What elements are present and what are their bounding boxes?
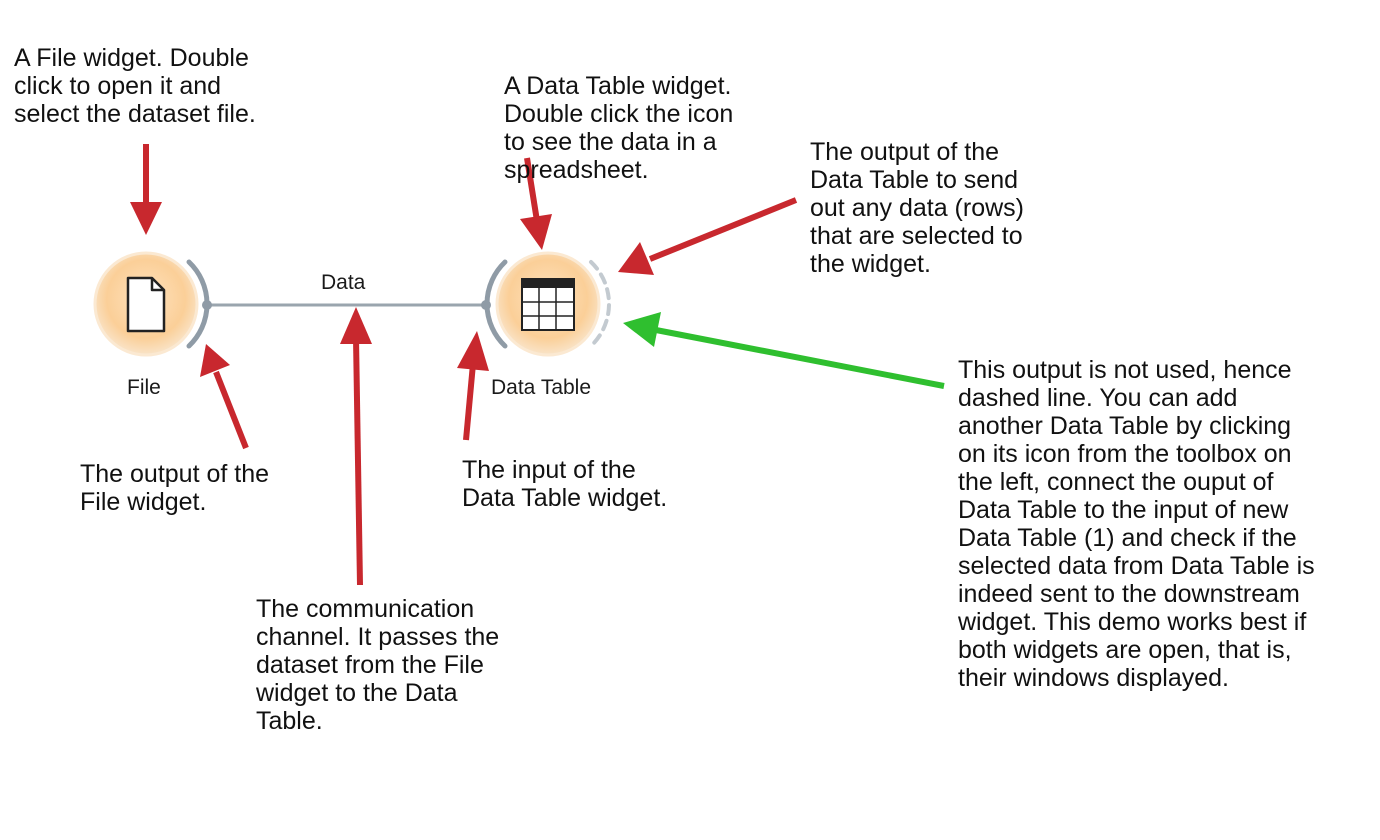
file-node[interactable] bbox=[93, 251, 212, 357]
data-table-input-dot[interactable] bbox=[481, 300, 491, 310]
data-table-node-label: Data Table bbox=[491, 376, 592, 399]
file-output-dot[interactable] bbox=[202, 300, 212, 310]
arrow-to-data-table-output bbox=[618, 197, 798, 275]
file-widget-note: A File widget. Double click to open it a… bbox=[14, 44, 256, 128]
channel-note: The communication channel. It passes the… bbox=[256, 595, 500, 735]
data-table-node[interactable] bbox=[481, 251, 611, 357]
document-icon bbox=[126, 276, 166, 333]
arrow-to-file-icon bbox=[130, 144, 162, 235]
file-node-label: File bbox=[127, 376, 161, 399]
link-label: Data bbox=[321, 271, 366, 294]
unused-output-note: This output is not used, hence dashed li… bbox=[958, 356, 1315, 692]
data-table-input-note: The input of the Data Table widget. bbox=[462, 456, 668, 512]
data-table-output-anchor-dashed[interactable] bbox=[589, 260, 611, 348]
data-table-widget-note: A Data Table widget. Double click the ic… bbox=[504, 72, 734, 184]
file-output-note: The output of the File widget. bbox=[80, 460, 270, 516]
table-icon bbox=[521, 278, 575, 331]
arrow-to-data-table-icon bbox=[520, 157, 552, 250]
arrow-to-data-table-input bbox=[457, 331, 489, 441]
arrow-to-file-output bbox=[200, 344, 249, 450]
data-table-output-note: The output of the Data Table to send out… bbox=[810, 138, 1024, 278]
arrow-to-unused-output bbox=[623, 312, 945, 389]
arrow-to-link bbox=[340, 307, 372, 586]
